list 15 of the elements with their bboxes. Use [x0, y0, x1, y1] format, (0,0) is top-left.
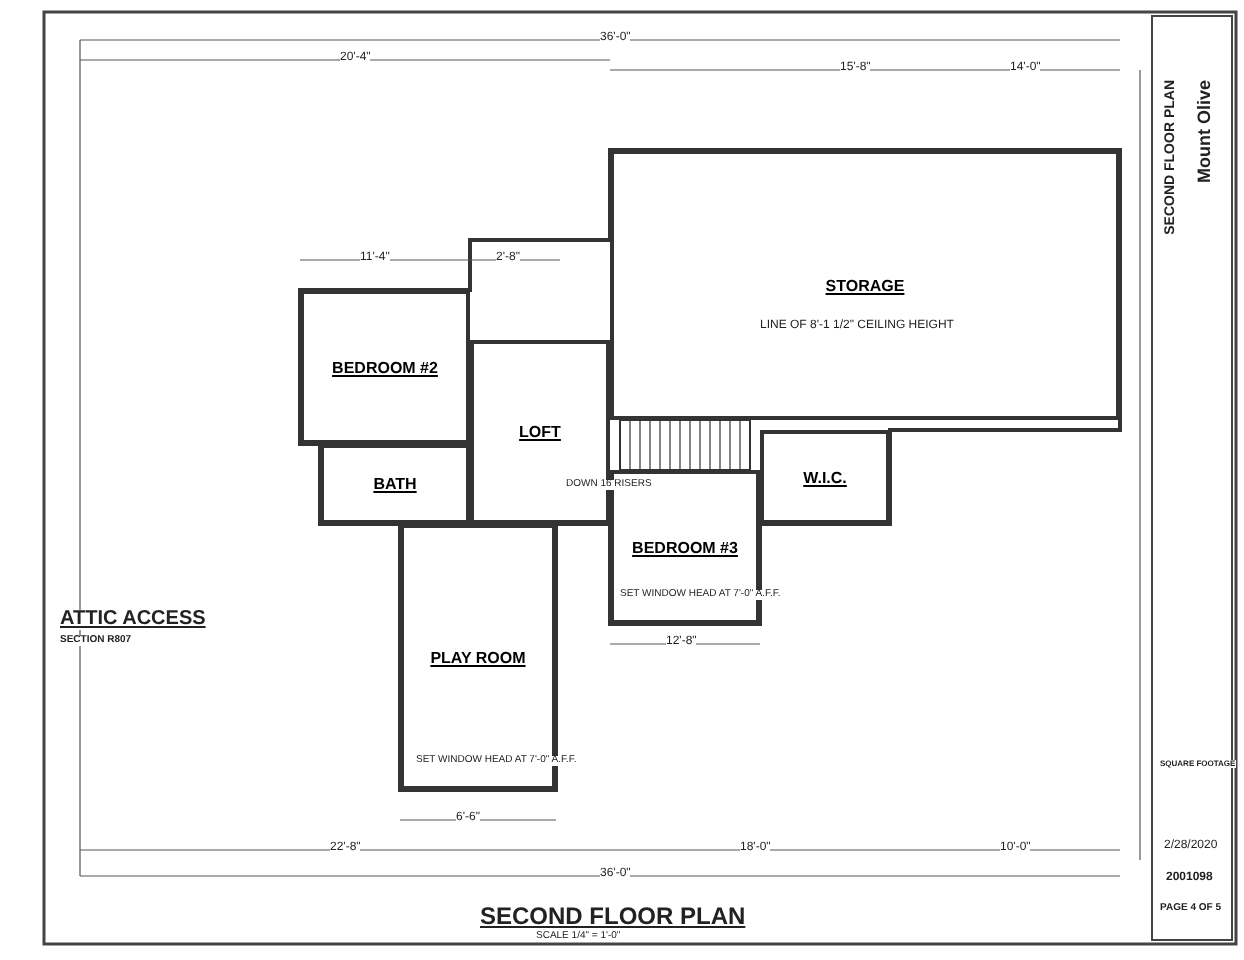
room-label: PLAY ROOM: [428, 648, 528, 666]
room-outline: [760, 430, 890, 524]
room-label: BEDROOM #2: [330, 358, 440, 376]
room-outline: [470, 340, 610, 524]
room-label: W.I.C.: [801, 468, 849, 486]
note-heading: ATTIC ACCESS: [60, 610, 206, 630]
room-label: STORAGE: [823, 276, 907, 294]
plan-name: Mount Olive: [1196, 80, 1214, 183]
drawing-title: SECOND FLOOR PLAN: [480, 904, 746, 928]
room-outline: [610, 150, 1120, 420]
room-outline: [320, 444, 470, 524]
room-outline: [300, 290, 470, 444]
room-label: BATH: [371, 475, 419, 493]
room-label: BEDROOM #3: [630, 538, 740, 556]
room-label: LOFT: [517, 423, 563, 441]
